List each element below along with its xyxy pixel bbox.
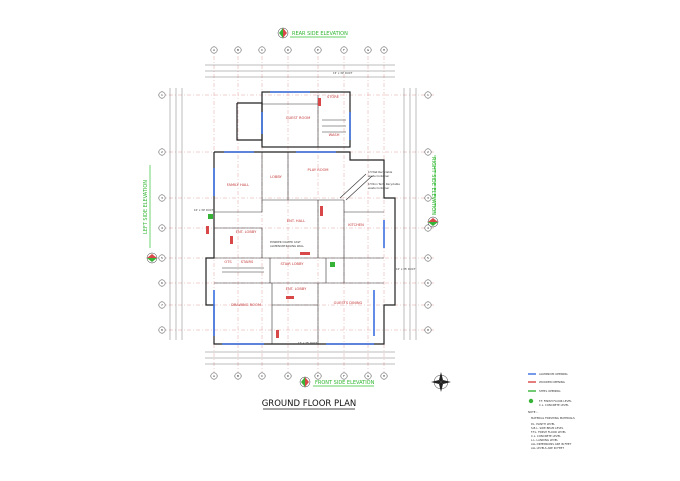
svg-text:B: B	[237, 48, 239, 52]
room-store: STORE	[327, 95, 340, 99]
north-arrow-icon	[431, 372, 451, 392]
drawing-title-block: GROUND FLOOR PLAN	[262, 399, 357, 410]
room-guests-dining: GUESTS DINING	[334, 301, 363, 305]
note-recycle-3: 1H Non Tech. Recyclable	[368, 182, 400, 186]
svg-text:2: 2	[427, 150, 429, 154]
structural-grid	[160, 56, 434, 372]
room-play-room: PLAY ROOM	[307, 168, 328, 172]
legend-item-aluminium: ALUMINIUM OPENING	[539, 372, 568, 376]
note-aluminium: ALUMINIUM RAILING WALL	[270, 244, 305, 248]
legend-item-steel: STEEL OPENING	[539, 389, 560, 393]
note-left-duct: 10' x 30' DUCT	[194, 208, 214, 212]
right-elevation-marker: RIGHT SIDE ELEVATION	[427, 155, 439, 228]
svg-text:H: H	[383, 48, 385, 52]
elevation-markers: REAR SIDE ELEVATION FRONT SIDE ELEVATION…	[143, 27, 439, 388]
room-ent-hall: ENT. HALL	[287, 219, 305, 223]
svg-text:F: F	[343, 374, 345, 378]
note-top-duct: 15' x 30' DUCT	[333, 71, 353, 75]
rear-elevation-label: REAR SIDE ELEVATION	[292, 31, 348, 37]
svg-text:3: 3	[161, 196, 163, 200]
room-stair-lobby: STAIR LOBBY	[281, 262, 305, 266]
svg-text:2: 2	[161, 150, 163, 154]
legend-item-wooden: WOODEN OPENING	[539, 380, 565, 384]
legend-note-5: L.L. LANDING LEVEL	[531, 438, 559, 442]
note-recycle-2: waste Container	[368, 174, 390, 178]
svg-text:A: A	[213, 374, 216, 378]
room-guest-room: GUEST ROOM	[286, 116, 311, 120]
note-bottom-duct: 15' x 35' DUCT	[298, 341, 318, 345]
annotations: 15' x 30' DUCT 1H Wet Recyclable waste C…	[194, 71, 416, 345]
right-elevation-label: RIGHT SIDE ELEVATION	[430, 157, 436, 215]
legend-note-1: P.L. PLINTH LEVEL	[531, 422, 555, 426]
room-ent-lobby-bottom: ENT. LOBBY	[286, 287, 307, 291]
svg-text:E: E	[317, 48, 319, 52]
svg-text:8: 8	[161, 328, 163, 332]
svg-text:B: B	[237, 374, 239, 378]
room-stairs: STAIRS	[241, 260, 254, 264]
svg-text:1: 1	[427, 93, 429, 97]
legend-note-4: C.L. CONCRETE LEVEL	[531, 434, 561, 438]
legend-note-2: S.B.L. SIDE BEAM LEVEL	[531, 426, 564, 430]
room-kitchen: KITCHEN	[348, 223, 364, 227]
room-lobby: LOBBY	[270, 175, 282, 179]
openings	[206, 91, 385, 345]
svg-text:D: D	[287, 48, 290, 52]
svg-text:4: 4	[427, 226, 429, 230]
legend-note-3: F.F.L. FINISH FLOOR LEVEL	[531, 430, 566, 434]
svg-text:5: 5	[427, 256, 429, 260]
svg-text:8: 8	[427, 328, 429, 332]
drawing-title: GROUND FLOOR PLAN	[262, 399, 357, 409]
svg-text:4: 4	[161, 226, 163, 230]
svg-text:5: 5	[161, 256, 163, 260]
svg-text:A: A	[213, 48, 216, 52]
legend-note-6: ALL DIMENSIONS ARE IN FEET	[531, 442, 572, 446]
room-family-hall: FAMILY HALL	[227, 183, 249, 187]
svg-text:7: 7	[161, 303, 163, 307]
svg-text:7: 7	[427, 303, 429, 307]
svg-text:1: 1	[161, 93, 163, 97]
svg-text:H: H	[383, 374, 385, 378]
svg-text:6: 6	[427, 281, 429, 285]
front-elevation-label: FRONT SIDE ELEVATION	[315, 380, 375, 386]
svg-text:G: G	[367, 374, 370, 378]
front-elevation-marker: FRONT SIDE ELEVATION	[299, 376, 375, 388]
room-labels: GUEST ROOM PLAY ROOM FAMILY HALL LOBBY E…	[224, 95, 364, 307]
svg-text:C: C	[261, 48, 263, 52]
svg-text:D: D	[287, 374, 290, 378]
legend-note-7: ALL LEVELS ARE IN FEET	[531, 446, 564, 450]
svg-text:E: E	[317, 374, 319, 378]
grid-bubbles: A B C D E F G H A B C D E F G H 1 2 3 4 …	[158, 46, 432, 380]
svg-text:G: G	[367, 48, 370, 52]
svg-text:6: 6	[161, 281, 163, 285]
svg-text:C: C	[261, 374, 263, 378]
room-wash: WASH	[329, 133, 340, 137]
room-drawing-room: DRAWING ROOM	[231, 303, 261, 307]
legend-note-0: MATERIAL FINISHING MATERIALS	[531, 416, 575, 420]
legend: ALUMINIUM OPENING WOODEN OPENING STEEL O…	[528, 372, 575, 450]
note-powder: POWDER COATED CAST	[270, 240, 301, 244]
legend-note-heading: NOTE :-	[528, 410, 538, 414]
legend-item-ffl: F.F. FINISH FLOOR LEVEL	[539, 399, 572, 403]
note-recycle-1: 1H Wet Recyclable	[368, 170, 393, 174]
left-elevation-marker: LEFT SIDE ELEVATION	[143, 165, 158, 264]
dimension-lines	[169, 64, 417, 365]
room-ots: OTS	[224, 260, 232, 264]
left-elevation-label: LEFT SIDE ELEVATION	[143, 180, 149, 234]
rear-elevation-marker: REAR SIDE ELEVATION	[277, 27, 348, 39]
note-recycle-4: waste Container	[368, 186, 390, 190]
room-ent-lobby: ENT. LOBBY	[236, 230, 257, 234]
svg-text:F: F	[343, 48, 345, 52]
legend-item-cl: C.L. CONCRETE LEVEL	[539, 403, 569, 407]
note-right-duct: 10' x 35' DUCT	[396, 267, 416, 271]
svg-text:3: 3	[427, 196, 429, 200]
